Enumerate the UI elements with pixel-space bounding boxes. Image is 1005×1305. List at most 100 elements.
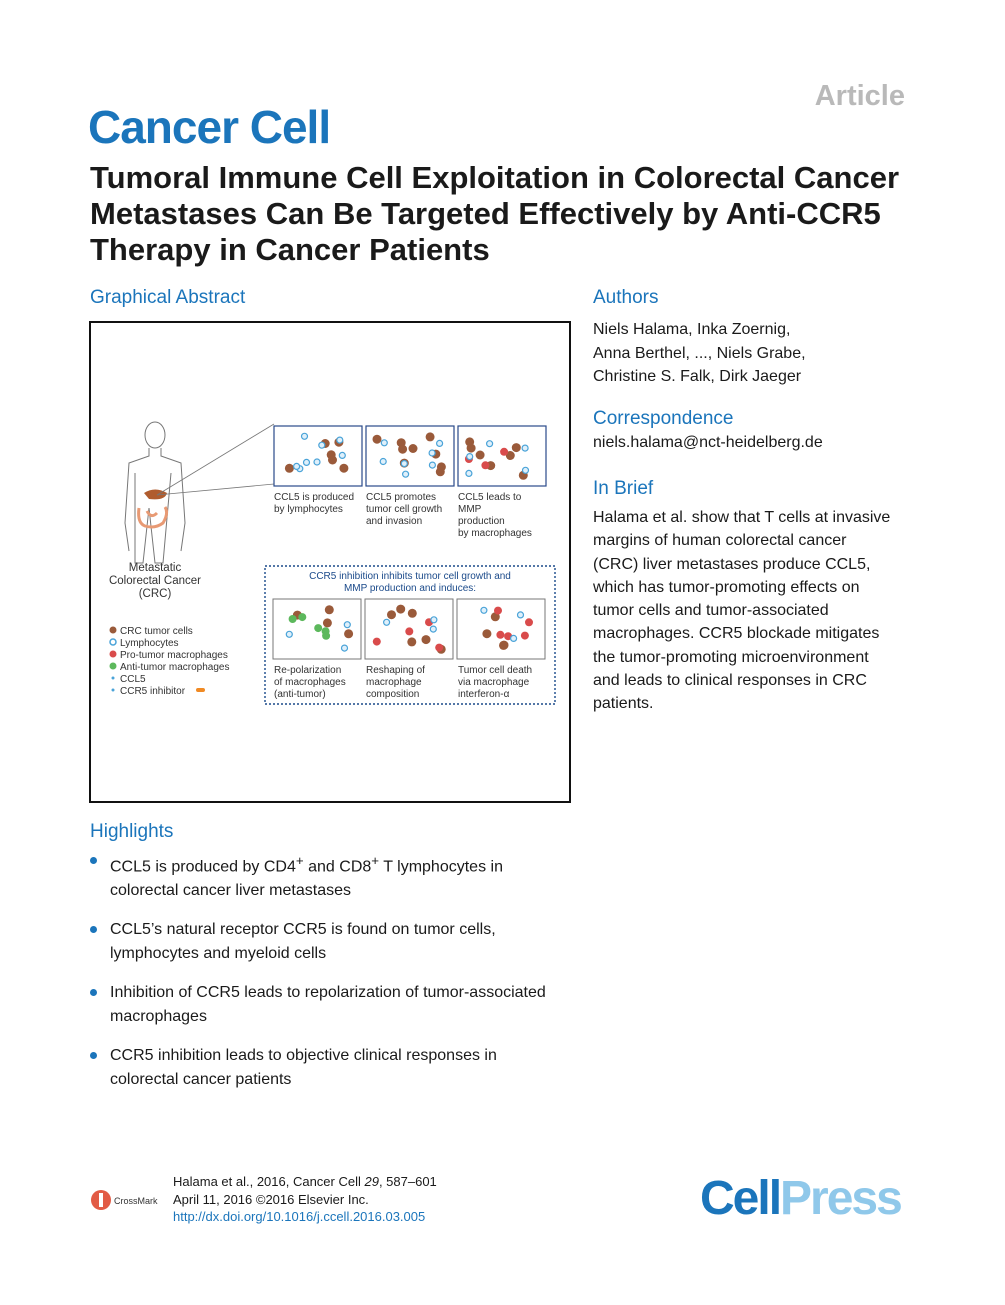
inhibition-box xyxy=(264,565,556,705)
panel-caption-line: MMP xyxy=(458,504,482,515)
panel-caption-line: Reshaping of xyxy=(366,665,425,676)
body-label: Metastatic Colorectal Cancer (CRC) xyxy=(109,562,201,600)
lymph-cell xyxy=(521,444,529,452)
inhibition-title: CCR5 inhibition inhibits tumor cell grow… xyxy=(309,571,511,594)
authors-line: Anna Berthel, ..., Niels Grabe, xyxy=(593,344,806,362)
panel-caption-line: by macrophages xyxy=(458,528,532,539)
pro-cell xyxy=(500,447,509,456)
in-brief-line: Halama et al. show that T cells at invas… xyxy=(593,509,891,526)
lymph-cell xyxy=(465,469,473,477)
panel-caption-line: tumor cell growth xyxy=(366,504,442,515)
bullet-icon xyxy=(90,1052,97,1060)
tumor-cell xyxy=(465,437,475,447)
tumor-cell xyxy=(407,637,417,647)
tumor-cell xyxy=(511,443,521,453)
pro-cell xyxy=(372,637,381,646)
anti-tumor-macrophage-icon xyxy=(109,662,117,670)
top-panel-1: CCL5 is produced by lymphocytes xyxy=(273,425,363,515)
pro-cell xyxy=(481,461,490,470)
tumor-cell xyxy=(387,610,396,620)
pro-cell xyxy=(435,643,444,652)
pro-cell xyxy=(494,606,502,615)
panel-caption-line: Tumor cell death xyxy=(458,665,532,676)
anti-cell xyxy=(298,613,307,622)
graphical-abstract-heading: Graphical Abstract xyxy=(90,287,246,308)
tumor-cell xyxy=(499,640,508,650)
lymph-cell xyxy=(313,458,321,466)
citation-pages: , 587–601 xyxy=(378,1174,437,1189)
legend-label: Pro-tumor macrophages xyxy=(120,650,228,661)
lymph-cell xyxy=(318,441,326,449)
tumor-cell xyxy=(322,618,332,628)
in-brief-heading: In Brief xyxy=(593,478,654,499)
top-panel-3: CCL5 leads to MMP production by macropha… xyxy=(457,425,547,539)
lymph-cell xyxy=(338,451,346,459)
in-brief-line: margins of human colorectal cancer xyxy=(593,532,847,550)
pro-cell xyxy=(525,618,533,627)
highlight-item: CCL5’s natural receptor CCR5 is found on… xyxy=(90,918,560,965)
citation-footer: Halama et al., 2016, Cancer Cell 29, 587… xyxy=(173,1173,437,1226)
lymph-cell xyxy=(430,616,438,624)
journal-logo: Cancer Cell xyxy=(88,101,331,153)
ccl5-icon xyxy=(111,676,115,680)
bullet-icon xyxy=(90,926,97,934)
tumor-cell xyxy=(344,629,354,639)
panel-caption-line: CCL5 leads to xyxy=(458,492,522,503)
body-label-line: (CRC) xyxy=(139,588,172,600)
article-type-label: Article xyxy=(814,80,905,112)
highlight-item: Inhibition of CCR5 leads to repolarizati… xyxy=(90,981,560,1028)
tumor-cell xyxy=(284,463,294,473)
correspondence-email[interactable]: niels.halama@nct-heidelberg.de xyxy=(593,434,823,451)
highlight-text: and CD8 xyxy=(303,858,372,876)
pointer-line xyxy=(156,483,275,496)
lymphocyte-icon xyxy=(109,638,117,646)
lymph-cell xyxy=(293,462,301,470)
ccr5-bullet-icon xyxy=(111,688,115,692)
lymph-cell xyxy=(480,606,488,614)
pro-cell xyxy=(405,627,414,636)
doi-link[interactable]: http://dx.doi.org/10.1016/j.ccell.2016.0… xyxy=(173,1209,426,1224)
highlights-heading: Highlights xyxy=(90,821,174,842)
ccr5-inhibitor-icon xyxy=(196,688,205,692)
lymph-cell xyxy=(383,618,391,626)
authors-list: Niels Halama, Inka Zoernig, Anna Berthel… xyxy=(593,318,893,389)
bottom-panel-2: Reshaping of macrophage composition xyxy=(364,598,454,700)
panel-caption-line: of macrophages xyxy=(274,677,346,688)
graphical-abstract: Metastatic Colorectal Cancer (CRC) CCL5 … xyxy=(89,321,571,803)
human-body-figure xyxy=(124,421,186,564)
lymph-cell xyxy=(340,644,349,652)
citation-line: Halama et al., 2016, Cancer Cell 29, 587… xyxy=(173,1173,437,1191)
tumor-cell-icon xyxy=(109,626,117,634)
lymph-cell xyxy=(302,458,311,466)
body-label-line: Metastatic xyxy=(129,562,182,574)
crossmark-label: CrossMark xyxy=(114,1196,158,1206)
tumor-cell xyxy=(372,434,382,444)
lymph-cell xyxy=(402,470,410,478)
tumor-cell xyxy=(425,432,435,442)
article-title: Tumoral Immune Cell Exploitation in Colo… xyxy=(90,160,900,267)
tumor-cell xyxy=(436,462,446,472)
highlights-list: CCL5 is produced by CD4+ and CD8+ T lymp… xyxy=(90,849,560,1107)
crossmark-logo[interactable]: CrossMark xyxy=(90,1187,170,1213)
lymph-cell xyxy=(510,634,518,642)
lymph-cell xyxy=(336,436,344,444)
tumor-cell xyxy=(396,604,406,614)
crossmark-icon-bar xyxy=(99,1193,103,1207)
inhibition-title-line: MMP production and induces: xyxy=(344,583,476,594)
copyright-line: April 11, 2016 ©2016 Elsevier Inc. xyxy=(173,1191,369,1207)
panel-caption-line: composition xyxy=(366,689,419,700)
bottom-panel-3: Tumor cell death via macrophage interfer… xyxy=(456,598,546,700)
pro-cell xyxy=(520,631,529,640)
top-panel-2: CCL5 promotes tumor cell growth and inva… xyxy=(365,425,455,527)
lymph-cell xyxy=(300,432,309,440)
tumor-cell xyxy=(407,608,417,618)
tumor-cell xyxy=(475,450,485,460)
bottom-panel-1: Re-polarization of macrophages (anti-tum… xyxy=(272,598,362,700)
panel-caption-line: and invasion xyxy=(366,516,422,527)
cellpress-logo-part: Cell xyxy=(700,1172,782,1225)
authors-heading: Authors xyxy=(593,287,659,308)
tumor-cell xyxy=(326,450,336,460)
in-brief-line: (CRC) liver metastases produce CCL5, xyxy=(593,555,871,573)
in-brief-line: tumor cells and tumor-associated xyxy=(593,602,829,620)
lymph-cell xyxy=(380,439,388,447)
